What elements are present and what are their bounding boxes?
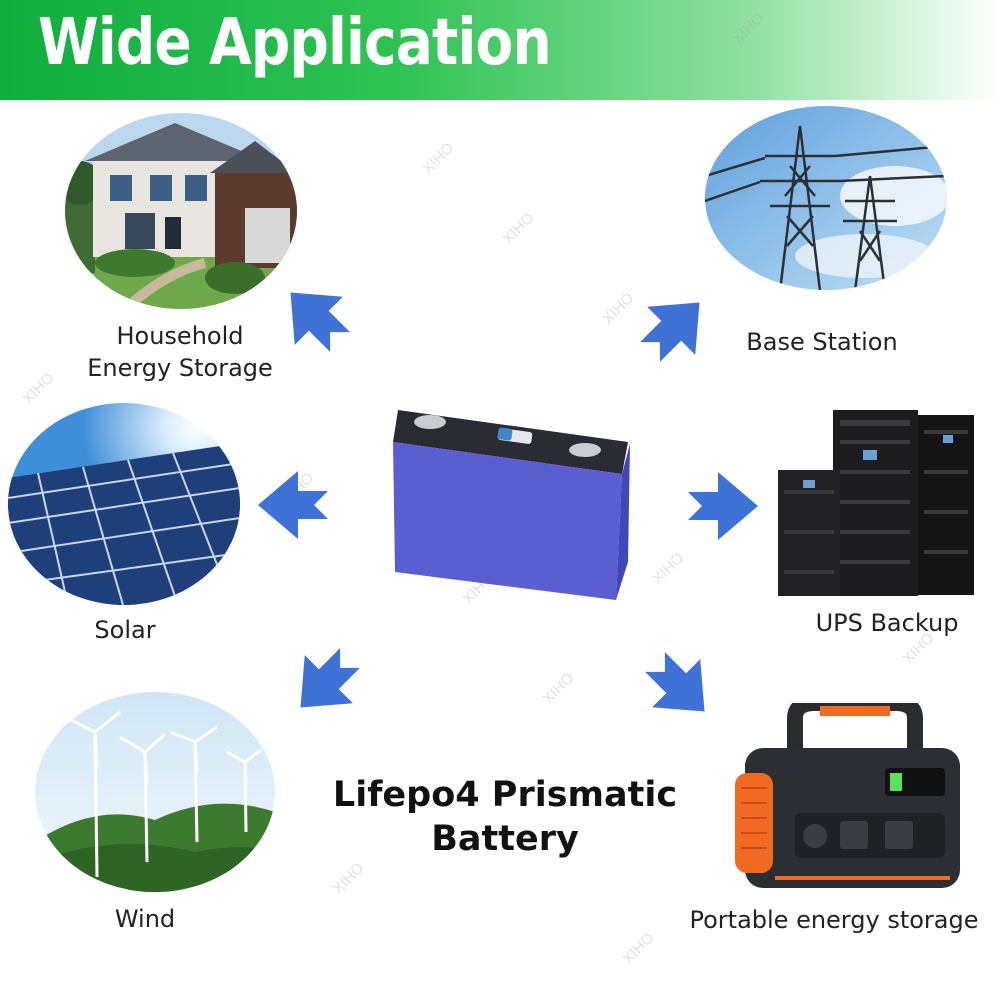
arrow-wind-icon — [276, 633, 375, 732]
battery-cell-icon — [393, 410, 630, 600]
page-title: Wide Application — [38, 6, 552, 80]
product-name: Lifepo4 Prismatic Battery — [330, 773, 680, 861]
household-label: Household Energy Storage — [70, 320, 290, 384]
product-name-line1: Lifepo4 Prismatic — [332, 775, 678, 815]
power-tower-icon — [705, 106, 947, 290]
server-rack-icon — [778, 410, 974, 596]
arrow-solar-icon — [258, 471, 328, 539]
house-icon — [65, 113, 297, 309]
solar-panel-icon — [8, 403, 240, 605]
solar-label: Solar — [94, 616, 156, 644]
header-banner: Wide Application — [0, 0, 1000, 100]
power-station-icon — [735, 703, 960, 888]
wind-label: Wind — [114, 905, 176, 933]
base-station-label: Base Station — [746, 328, 898, 356]
wind-turbine-icon — [35, 692, 275, 892]
product-name-line2: Battery — [431, 819, 579, 859]
arrow-portable-icon — [630, 637, 729, 736]
arrow-ups-icon — [688, 472, 758, 540]
household-label-line2: Energy Storage — [87, 354, 273, 382]
arrow-base-station-icon — [625, 278, 724, 377]
household-label-line1: Household — [116, 322, 244, 350]
ups-label: UPS Backup — [815, 609, 959, 637]
portable-label: Portable energy storage — [689, 906, 979, 934]
arrow-household-icon — [266, 268, 365, 367]
